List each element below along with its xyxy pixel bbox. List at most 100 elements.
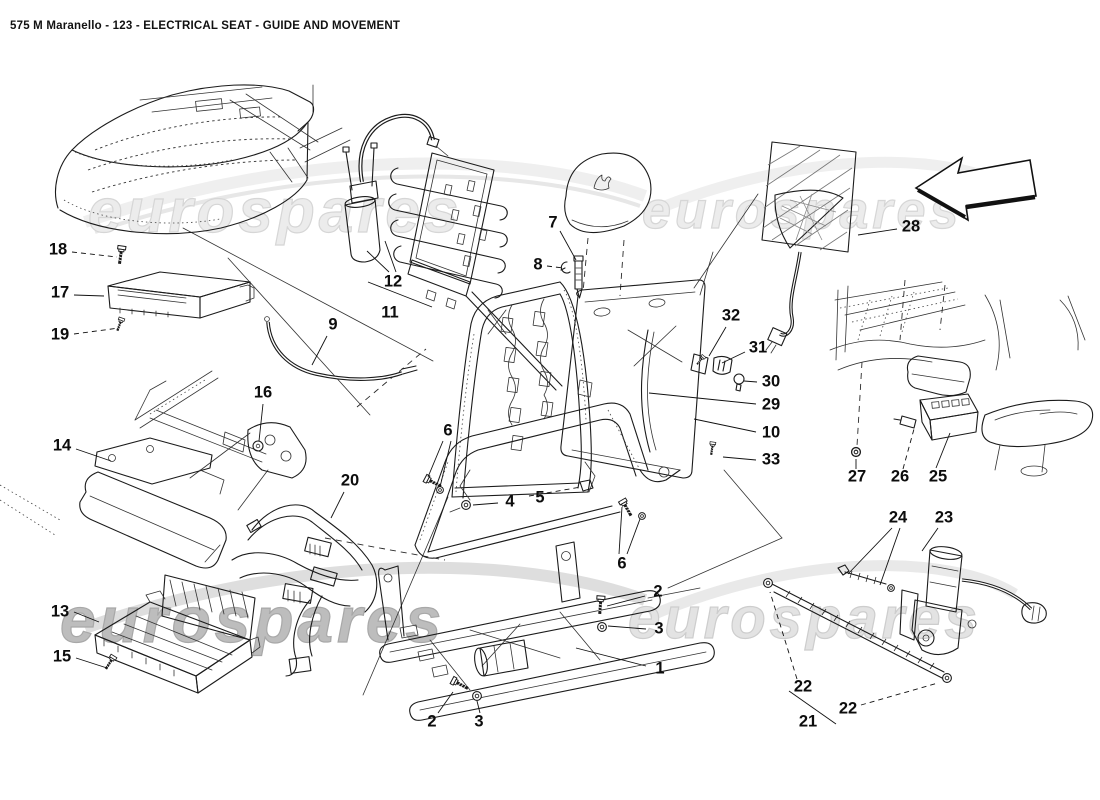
leader-line-22 <box>769 591 798 680</box>
part-number-label-2: 2 <box>653 582 662 600</box>
part-number-label-10: 10 <box>762 423 780 441</box>
part-number-label-33: 33 <box>762 450 780 468</box>
part-number-label-16: 16 <box>254 383 272 401</box>
leader-line-25 <box>935 432 951 469</box>
leader-line-13 <box>73 611 100 623</box>
part-number-label-8: 8 <box>533 255 542 273</box>
part-number-label-27: 27 <box>848 467 866 485</box>
leader-line-28 <box>857 228 898 236</box>
amplifier-box-13 <box>94 574 261 694</box>
transmission-rod-and-motor <box>763 546 1047 683</box>
construction-lines <box>182 84 863 696</box>
leader-line-6 <box>427 440 444 478</box>
leader-line-6 <box>626 518 641 555</box>
heating-pad-28 <box>761 141 857 354</box>
leader-line-1 <box>575 647 647 667</box>
part-number-label-26: 26 <box>891 467 909 485</box>
part-number-label-28: 28 <box>902 217 920 235</box>
part-number-label-19: 19 <box>51 325 69 343</box>
watermark-text-1: eurospares <box>642 182 962 240</box>
part-number-label-21: 21 <box>799 712 817 730</box>
wiring-harness-20 <box>231 504 378 677</box>
leader-line-24 <box>847 527 893 575</box>
part-number-label-18: 18 <box>49 240 67 258</box>
part-number-label-2: 2 <box>427 712 436 730</box>
leader-line-12 <box>366 250 390 273</box>
part-number-label-20: 20 <box>341 471 359 489</box>
seat-cushion-frame-sketch <box>414 402 649 559</box>
leader-line-6 <box>439 440 452 488</box>
leader-line-31 <box>721 351 746 364</box>
leader-line-29 <box>648 392 757 405</box>
part-number-label-30: 30 <box>762 372 780 390</box>
leader-line-4 <box>472 502 499 506</box>
leader-line-21 <box>788 690 837 725</box>
watermark-text-0: eurospares <box>88 177 462 246</box>
part-number-label-4: 4 <box>505 492 515 510</box>
leader-line-2 <box>606 595 646 607</box>
leader-line-2 <box>437 691 454 714</box>
leader-line-18 <box>71 251 118 258</box>
leader-line-15 <box>75 657 108 669</box>
part-number-label-31: 31 <box>749 338 767 356</box>
car-interior-sketch <box>829 279 1094 477</box>
part-number-label-9: 9 <box>328 315 337 333</box>
part-number-label-7: 7 <box>548 213 557 231</box>
part-number-label-13: 13 <box>51 602 69 620</box>
part-number-label-3: 3 <box>654 619 663 637</box>
seat-cushion-sketch <box>55 84 319 235</box>
part-number-label-23: 23 <box>935 508 953 526</box>
leader-line-17 <box>73 294 105 297</box>
part-number-label-15: 15 <box>53 647 71 665</box>
part-number-label-22: 22 <box>839 699 857 717</box>
leader-line-10 <box>693 418 757 433</box>
leader-line-11 <box>367 281 433 308</box>
part-number-label-6: 6 <box>443 421 452 439</box>
leader-line-23 <box>921 527 939 552</box>
backboard-panel-10 <box>560 279 745 483</box>
part-number-label-1: 1 <box>655 659 664 677</box>
cushion-pad-14 <box>79 437 227 569</box>
ecu-module-17 <box>107 243 255 333</box>
part-number-label-14: 14 <box>53 436 72 454</box>
leader-line-26 <box>902 428 915 470</box>
leader-line-24 <box>879 527 901 586</box>
part-number-label-12: 12 <box>384 272 402 290</box>
leader-line-6 <box>618 506 623 555</box>
leader-line-30 <box>743 380 758 383</box>
leader-line-22 <box>860 682 939 706</box>
leader-line-12 <box>384 240 397 273</box>
leader-line-19 <box>73 327 120 335</box>
part-number-label-6: 6 <box>617 554 626 572</box>
adjustment-cable-9 <box>264 316 418 381</box>
part-number-label-5: 5 <box>535 488 544 506</box>
part-number-label-3: 3 <box>474 712 483 730</box>
part-number-label-32: 32 <box>722 306 740 324</box>
leader-line-16 <box>258 403 264 442</box>
leader-line-3 <box>476 700 481 714</box>
part-number-label-11: 11 <box>381 303 398 321</box>
leader-line-32 <box>708 326 727 357</box>
leader-line-20 <box>330 491 345 519</box>
part-number-label-24: 24 <box>889 508 908 526</box>
leader-line-9 <box>311 335 328 366</box>
lumbar-motor-12 <box>342 113 449 263</box>
part-number-label-22: 22 <box>794 677 812 695</box>
watermark-text-3: eurospares <box>628 586 981 651</box>
direction-arrow <box>914 156 1037 222</box>
leader-line-33 <box>722 456 757 461</box>
part-number-label-29: 29 <box>762 395 780 413</box>
leader-line-14 <box>75 448 112 462</box>
leader-line-8 <box>546 265 564 269</box>
leader-line-7 <box>559 230 577 261</box>
part-number-label-17: 17 <box>51 283 69 301</box>
page-title: 575 M Maranello - 123 - ELECTRICAL SEAT … <box>10 20 401 32</box>
leader-line-3 <box>607 625 647 630</box>
seat-guide-rail-1 <box>378 541 715 721</box>
seat-back-frame-sketch <box>451 281 596 501</box>
part-number-label-25: 25 <box>929 467 947 485</box>
